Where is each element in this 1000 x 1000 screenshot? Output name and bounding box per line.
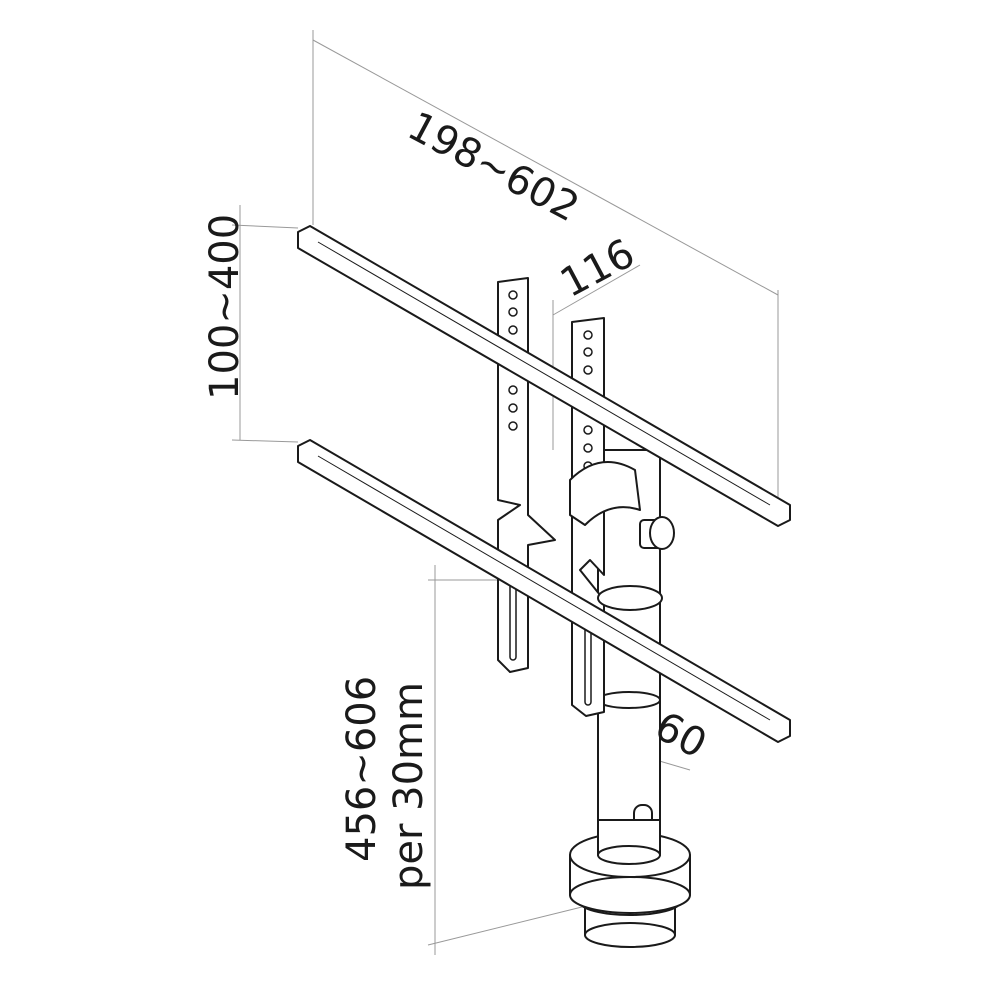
desk-clamp-base xyxy=(569,819,691,948)
plate-spacing-label: 116 xyxy=(553,230,642,306)
rail-width-label: 198~602 xyxy=(400,103,586,231)
height-label: 456~606 xyxy=(339,676,385,862)
tilt-joint xyxy=(569,461,675,611)
rail-spacing-label: 100~400 xyxy=(202,214,248,400)
rail-top xyxy=(297,225,791,527)
vesa-plate-left xyxy=(497,277,556,673)
rail-bottom xyxy=(297,439,791,743)
height-step-label: per 30mm xyxy=(386,682,432,890)
